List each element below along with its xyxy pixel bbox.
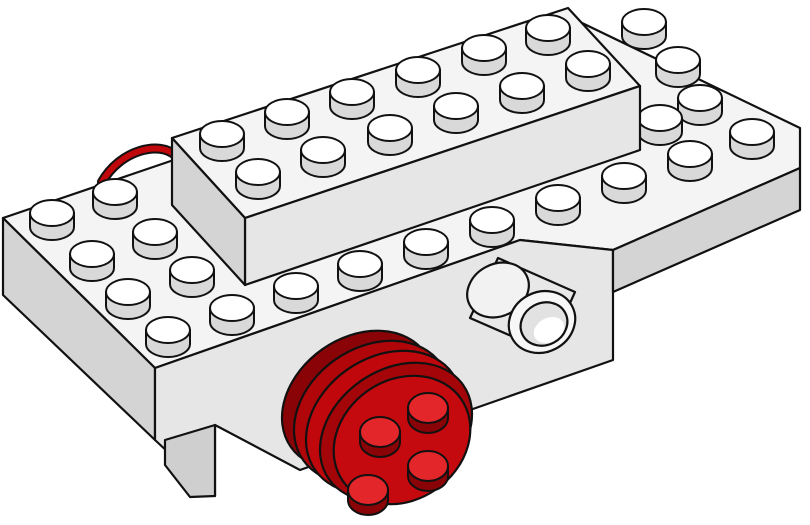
- base-right-face: [611, 166, 802, 294]
- stud: [621, 8, 667, 50]
- stud: [461, 34, 507, 76]
- stud: [105, 278, 151, 320]
- stud: [273, 272, 319, 314]
- stud: [29, 199, 75, 241]
- stud: [264, 98, 310, 140]
- red-wheel-icon: [280, 329, 474, 516]
- stud: [525, 14, 571, 56]
- upper-left-face: [170, 136, 247, 287]
- stud: [235, 158, 281, 200]
- stud: [637, 104, 683, 146]
- stud: [469, 206, 515, 248]
- stud: [535, 184, 581, 226]
- stud: [337, 250, 383, 292]
- stud: [209, 294, 255, 336]
- stud: [69, 240, 115, 282]
- stud: [403, 228, 449, 270]
- wheel-stud: [407, 392, 449, 434]
- wheel-stud: [407, 450, 449, 492]
- stud: [132, 218, 178, 260]
- stud: [199, 120, 245, 162]
- upper-brick: [170, 6, 642, 287]
- wheel-studs: [347, 392, 449, 516]
- wheel-stud: [347, 474, 389, 516]
- base-studs: [29, 8, 775, 358]
- axle-hole-icon: [466, 256, 577, 355]
- stud: [395, 56, 441, 98]
- wheel-stud: [359, 416, 401, 458]
- stud: [667, 140, 713, 182]
- stud: [145, 316, 191, 358]
- stud: [499, 72, 545, 114]
- stud: [601, 162, 647, 204]
- stud: [565, 50, 611, 92]
- stud: [92, 178, 138, 220]
- base-notch: [163, 423, 217, 499]
- stud: [367, 114, 413, 156]
- stud: [433, 92, 479, 134]
- upper-studs: [199, 14, 611, 200]
- stud: [655, 46, 701, 88]
- stud: [329, 78, 375, 120]
- stud: [300, 136, 346, 178]
- stud: [169, 256, 215, 298]
- stud: [729, 118, 775, 160]
- stud: [677, 84, 723, 126]
- red-cable-icon: [97, 143, 181, 187]
